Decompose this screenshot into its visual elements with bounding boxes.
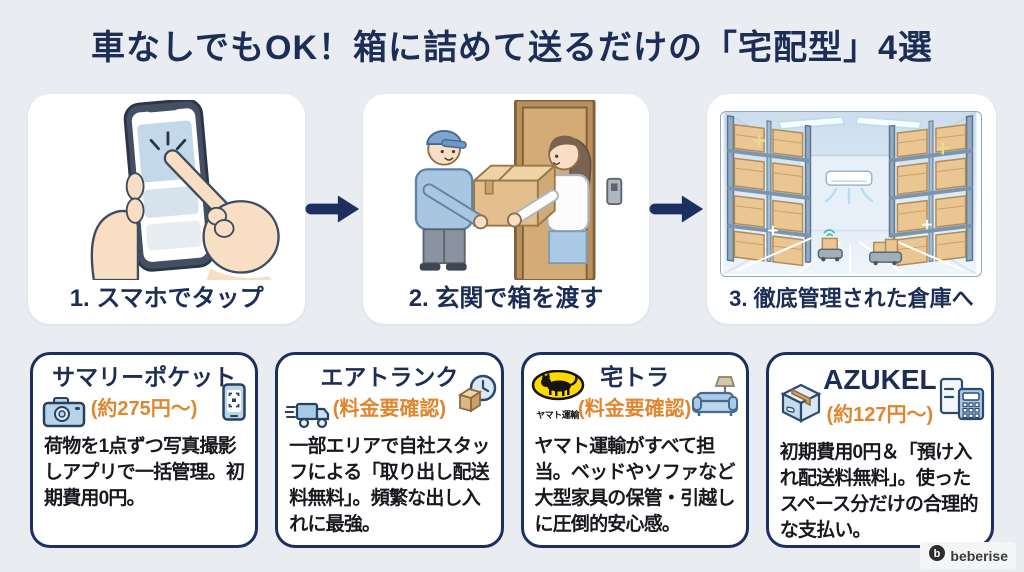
smartphone-tap-illustration bbox=[28, 94, 305, 280]
service-name: サマリーポケット bbox=[52, 364, 237, 390]
camera-icon bbox=[42, 396, 86, 434]
step-card-3: 3. 徹底管理された倉庫へ bbox=[706, 94, 996, 324]
service-name: AZUKEL bbox=[823, 364, 937, 395]
delivery-truck-icon bbox=[284, 399, 331, 436]
storage-box-icon bbox=[778, 381, 824, 428]
step-label-1: 1. スマホでタップ bbox=[69, 285, 264, 312]
service-price: (料金要確認) bbox=[577, 398, 692, 421]
service-card-azukel: AZUKEL (約127円〜) bbox=[765, 352, 994, 548]
step-label-2: 2. 玄関で箱を渡す bbox=[408, 285, 604, 312]
sofa-lamp-icon bbox=[691, 375, 741, 424]
step-card-2: 2. 玄関で箱を渡す bbox=[363, 94, 649, 324]
step-card-1: 1. スマホでタップ bbox=[28, 94, 306, 324]
managed-warehouse-illustration bbox=[707, 94, 996, 280]
svg-text:b: b bbox=[934, 548, 941, 560]
service-card-airtrunk: エアトランク (料金要確認) bbox=[275, 352, 504, 548]
service-name: 宅トラ bbox=[600, 364, 670, 390]
step-label-3: 3. 徹底管理された倉庫へ bbox=[729, 286, 974, 311]
service-description: 初期費用0円＆「預け入れ配送料無料」。使ったスペース分だけの合理的な支払い。 bbox=[779, 442, 979, 541]
page-title: 車なしでもOK！箱に詰めて送るだけの「宅配型」4選 bbox=[91, 29, 933, 67]
service-name: エアトランク bbox=[320, 364, 459, 390]
service-description: ヤマト運輸がすべて担当。ベッドやソファなど大型家具の保管・引越しに圧倒的安心感。 bbox=[534, 436, 736, 535]
service-card-takutora: 宅トラ (料金要確認) bbox=[520, 352, 749, 548]
brand-footer: b beberise bbox=[920, 542, 1016, 569]
door-handover-illustration bbox=[363, 94, 648, 280]
steps-row: 1. スマホでタップ bbox=[28, 94, 996, 324]
service-price: (料金要確認) bbox=[332, 398, 447, 421]
service-description: 荷物を1点ずつ写真撮影しアプリで一括管理。初期費用0円。 bbox=[44, 436, 245, 510]
clock-box-icon bbox=[456, 373, 498, 422]
services-row: サマリーポケット (約275円〜) bbox=[30, 352, 994, 548]
arrow-right-icon bbox=[305, 94, 363, 324]
yamato-logo-caption: ヤマト運輸 bbox=[536, 410, 579, 420]
service-price: (約127円〜) bbox=[826, 404, 934, 427]
yamato-transport-logo: ヤマト運輸 bbox=[531, 369, 585, 421]
door-calculator-icon bbox=[939, 377, 985, 426]
service-card-sumally-pocket: サマリーポケット (約275円〜) bbox=[30, 352, 259, 548]
beberise-logo-icon: b bbox=[928, 544, 946, 567]
brand-name: beberise bbox=[950, 547, 1008, 564]
arrow-right-icon bbox=[649, 94, 707, 324]
smartphone-scan-icon bbox=[222, 383, 246, 426]
service-description: 一部エリアで自社スタッフによる「取り出し配送料無料」。頻繁な出し入れに最強。 bbox=[289, 436, 490, 535]
service-price: (約275円〜) bbox=[90, 398, 198, 421]
